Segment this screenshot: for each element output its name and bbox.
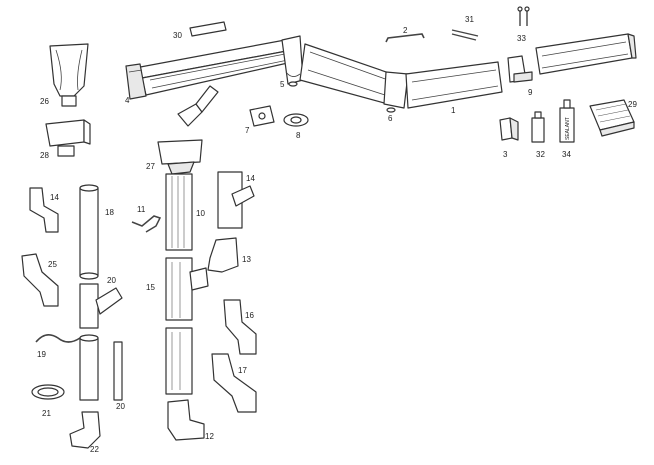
offset-elbow-24: [29, 187, 59, 233]
gutter-inside-corner: [383, 71, 409, 113]
square-offset-17: [211, 353, 257, 413]
square-pipe-lower: [165, 327, 193, 395]
label-20-connector: 20: [116, 402, 125, 411]
round-connector-20: [113, 341, 123, 401]
round-pipe-lower: [79, 334, 99, 401]
label-34: 34: [562, 150, 571, 159]
gutter-far-right-section: [535, 33, 637, 75]
gutter-left-section: [134, 39, 293, 96]
label-28: 28: [40, 151, 49, 160]
hanger-bracket-30: [189, 21, 227, 37]
strap-hanger-2: [385, 33, 425, 43]
label-19: 19: [37, 350, 46, 359]
rainwater-head-28: [45, 119, 91, 157]
label-14-round: 14: [50, 193, 59, 202]
pipe-shoe-22: [69, 411, 101, 449]
label-21: 21: [42, 409, 51, 418]
label-16: 16: [245, 311, 254, 320]
label-14-square: 14: [246, 174, 255, 183]
label-9: 9: [528, 88, 533, 97]
label-1: 1: [451, 106, 456, 115]
label-17: 17: [238, 366, 247, 375]
label-2: 2: [403, 26, 408, 35]
label-26: 26: [40, 97, 49, 106]
label-11: 11: [137, 205, 146, 214]
square-shoe-13: [207, 237, 239, 273]
round-pipe-18: [79, 184, 99, 280]
label-13: 13: [242, 255, 251, 264]
square-offset-16: [223, 299, 257, 355]
bracket-3: [499, 117, 519, 141]
square-branch-15: [165, 257, 209, 321]
gutter-joint-9: [507, 55, 533, 83]
label-18: 18: [105, 208, 114, 217]
label-20-branch: 20: [107, 276, 116, 285]
label-22: 22: [90, 445, 99, 454]
gutter-end-cap: [125, 63, 147, 100]
label-25: 25: [48, 260, 57, 269]
bolts-33: [517, 6, 530, 26]
screw-31: [451, 29, 479, 41]
round-branch-20: [79, 283, 123, 329]
label-6: 6: [388, 114, 393, 123]
label-33: 33: [517, 34, 526, 43]
offset-elbow-25: [21, 253, 59, 307]
outlet-27: [157, 139, 203, 175]
outlet-flange-8: [283, 113, 309, 127]
label-5: 5: [280, 80, 285, 89]
rainwater-head-26: [49, 43, 89, 107]
pipe-bracket-19: [35, 334, 81, 343]
square-shoe-12: [167, 399, 205, 441]
label-3: 3: [503, 150, 508, 159]
label-29: 29: [628, 100, 637, 109]
sealant-tube-34: SEALANT: [559, 99, 575, 143]
gutter-guard-29: [589, 99, 635, 137]
wall-bracket-11: [131, 215, 162, 233]
gutter-middle-section: [299, 43, 393, 105]
pipe-clip-21: [31, 384, 65, 400]
label-32: 32: [536, 150, 545, 159]
plate-7: [249, 105, 275, 127]
label-8: 8: [296, 131, 301, 140]
label-27: 27: [146, 162, 155, 171]
sealant-label: SEALANT: [565, 117, 571, 140]
label-4: 4: [125, 96, 130, 105]
gutter-right-section: [405, 61, 503, 109]
label-31: 31: [465, 15, 474, 24]
downpipe-elbow-set: [177, 85, 219, 127]
gutter-outside-corner: [281, 35, 304, 87]
label-7: 7: [245, 126, 250, 135]
label-10: 10: [196, 209, 205, 218]
label-30: 30: [173, 31, 182, 40]
square-branch-14: [217, 171, 255, 229]
cartridge-32: [531, 111, 545, 143]
square-pipe-10: [165, 173, 193, 251]
label-12: 12: [205, 432, 214, 441]
label-15: 15: [146, 283, 155, 292]
